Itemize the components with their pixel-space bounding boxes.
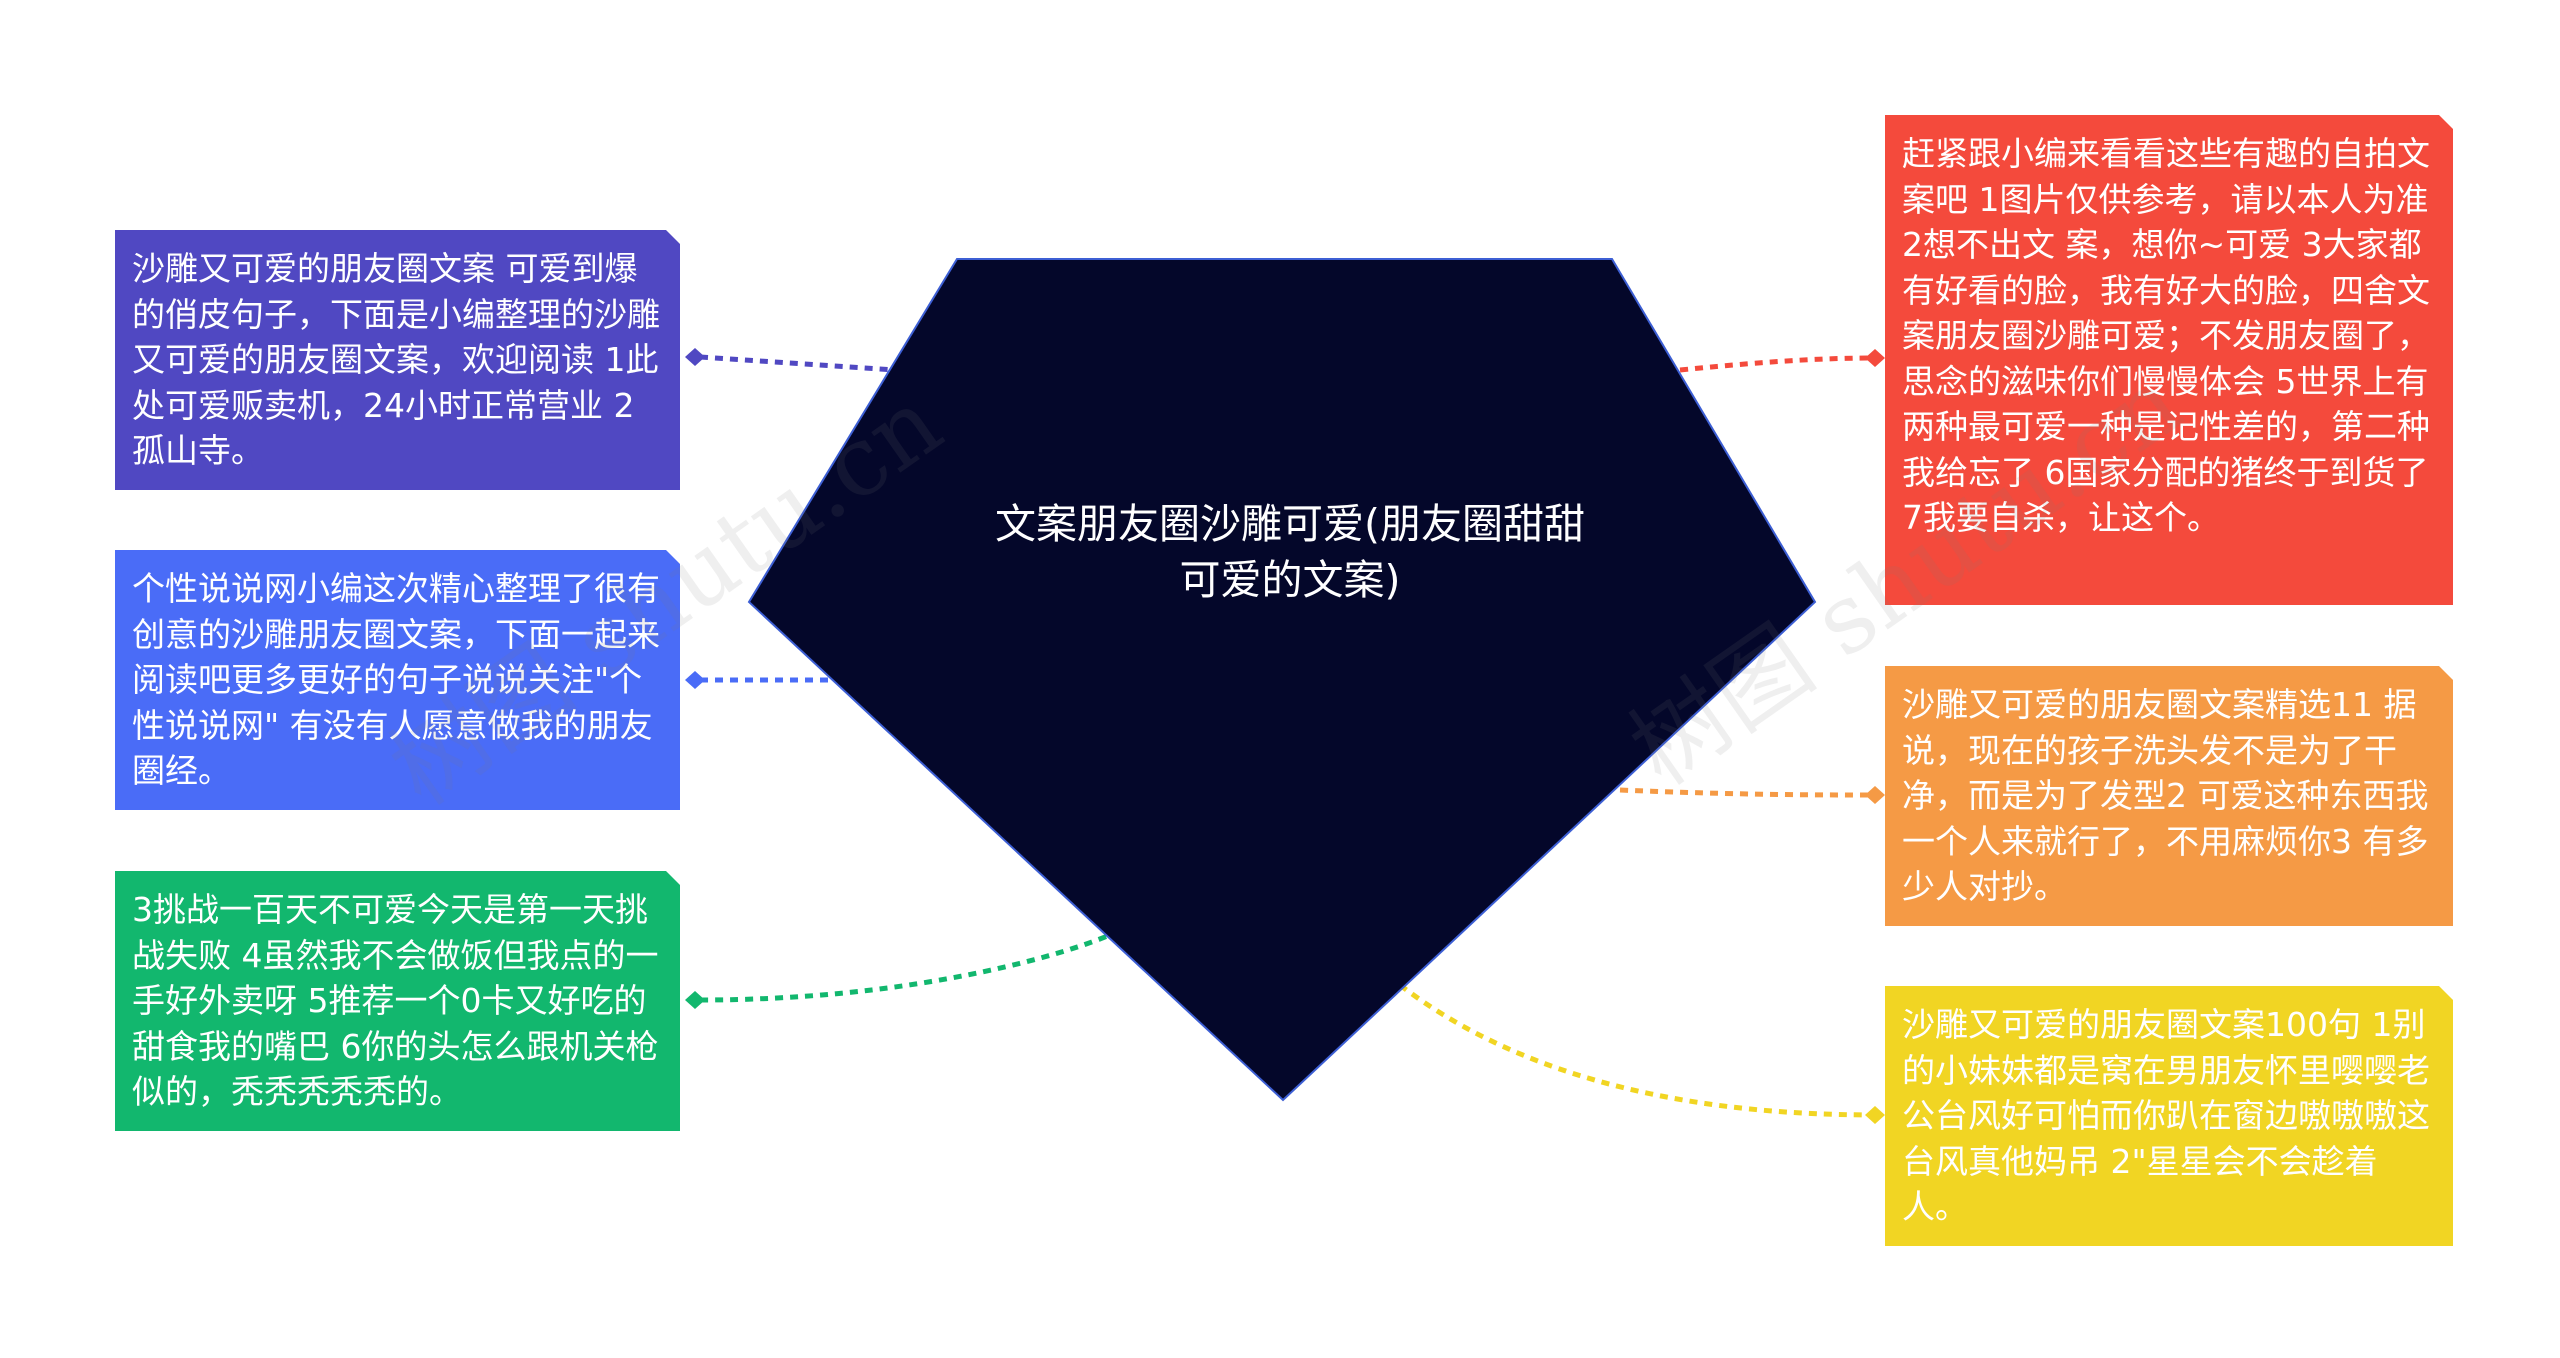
connector-right-1 (1679, 355, 1879, 373)
diamond-right-1 (1865, 349, 1885, 367)
topic-text: 沙雕又可爱的朋友圈文案精选11 据说，现在的孩子洗头发不是为了干净，而是为了发型… (1902, 685, 2429, 906)
diamond-right-2 (1865, 786, 1885, 804)
topic-text: 沙雕又可爱的朋友圈文案100句 1别的小妹妹都是窝在男朋友怀里嘤嘤老公台风好可怕… (1902, 1005, 2430, 1226)
topic-node-left-3[interactable]: 3挑战一百天不可爱今天是第一天挑战失败 4虽然我不会做饭但我点的一手好外卖呀 5… (115, 871, 680, 1131)
topic-node-left-2[interactable]: 个性说说网小编这次精心整理了很有创意的沙雕朋友圈文案，下面一起来阅读吧更多更好的… (115, 550, 680, 810)
topic-node-left-1[interactable]: 沙雕又可爱的朋友圈文案 可爱到爆的俏皮句子，下面是小编整理的沙雕又可爱的朋友圈文… (115, 230, 680, 490)
connector-diamonds (685, 348, 1885, 1124)
topic-node-right-2[interactable]: 沙雕又可爱的朋友圈文案精选11 据说，现在的孩子洗头发不是为了干净，而是为了发型… (1885, 666, 2453, 926)
diamond-left-3 (685, 991, 705, 1009)
topic-text: 3挑战一百天不可爱今天是第一天挑战失败 4虽然我不会做饭但我点的一手好外卖呀 5… (132, 890, 659, 1111)
diamond-left-1 (685, 348, 705, 366)
central-pentagon[interactable] (747, 258, 1817, 1102)
diamond-left-2 (685, 671, 705, 689)
topic-node-right-1[interactable]: 赶紧跟小编来看看这些有趣的自拍文案吧 1图片仅供参考，请以本人为准 2想不出文 … (1885, 115, 2453, 605)
topic-text: 个性说说网小编这次精心整理了很有创意的沙雕朋友圈文案，下面一起来阅读吧更多更好的… (132, 569, 660, 790)
central-topic-title[interactable]: 文案朋友圈沙雕可爱(朋友圈甜甜可爱的文案) (995, 500, 1585, 604)
topic-node-right-3[interactable]: 沙雕又可爱的朋友圈文案100句 1别的小妹妹都是窝在男朋友怀里嘤嘤老公台风好可怕… (1885, 986, 2453, 1246)
topic-text: 赶紧跟小编来看看这些有趣的自拍文案吧 1图片仅供参考，请以本人为准 2想不出文 … (1902, 134, 2430, 537)
diamond-right-3 (1865, 1106, 1885, 1124)
connector-left-3 (699, 932, 1111, 1003)
connector-right-2 (1619, 787, 1879, 798)
connector-left-1 (699, 354, 896, 373)
connector-right-3 (1398, 983, 1879, 1118)
topic-text: 沙雕又可爱的朋友圈文案 可爱到爆的俏皮句子，下面是小编整理的沙雕又可爱的朋友圈文… (132, 249, 660, 470)
